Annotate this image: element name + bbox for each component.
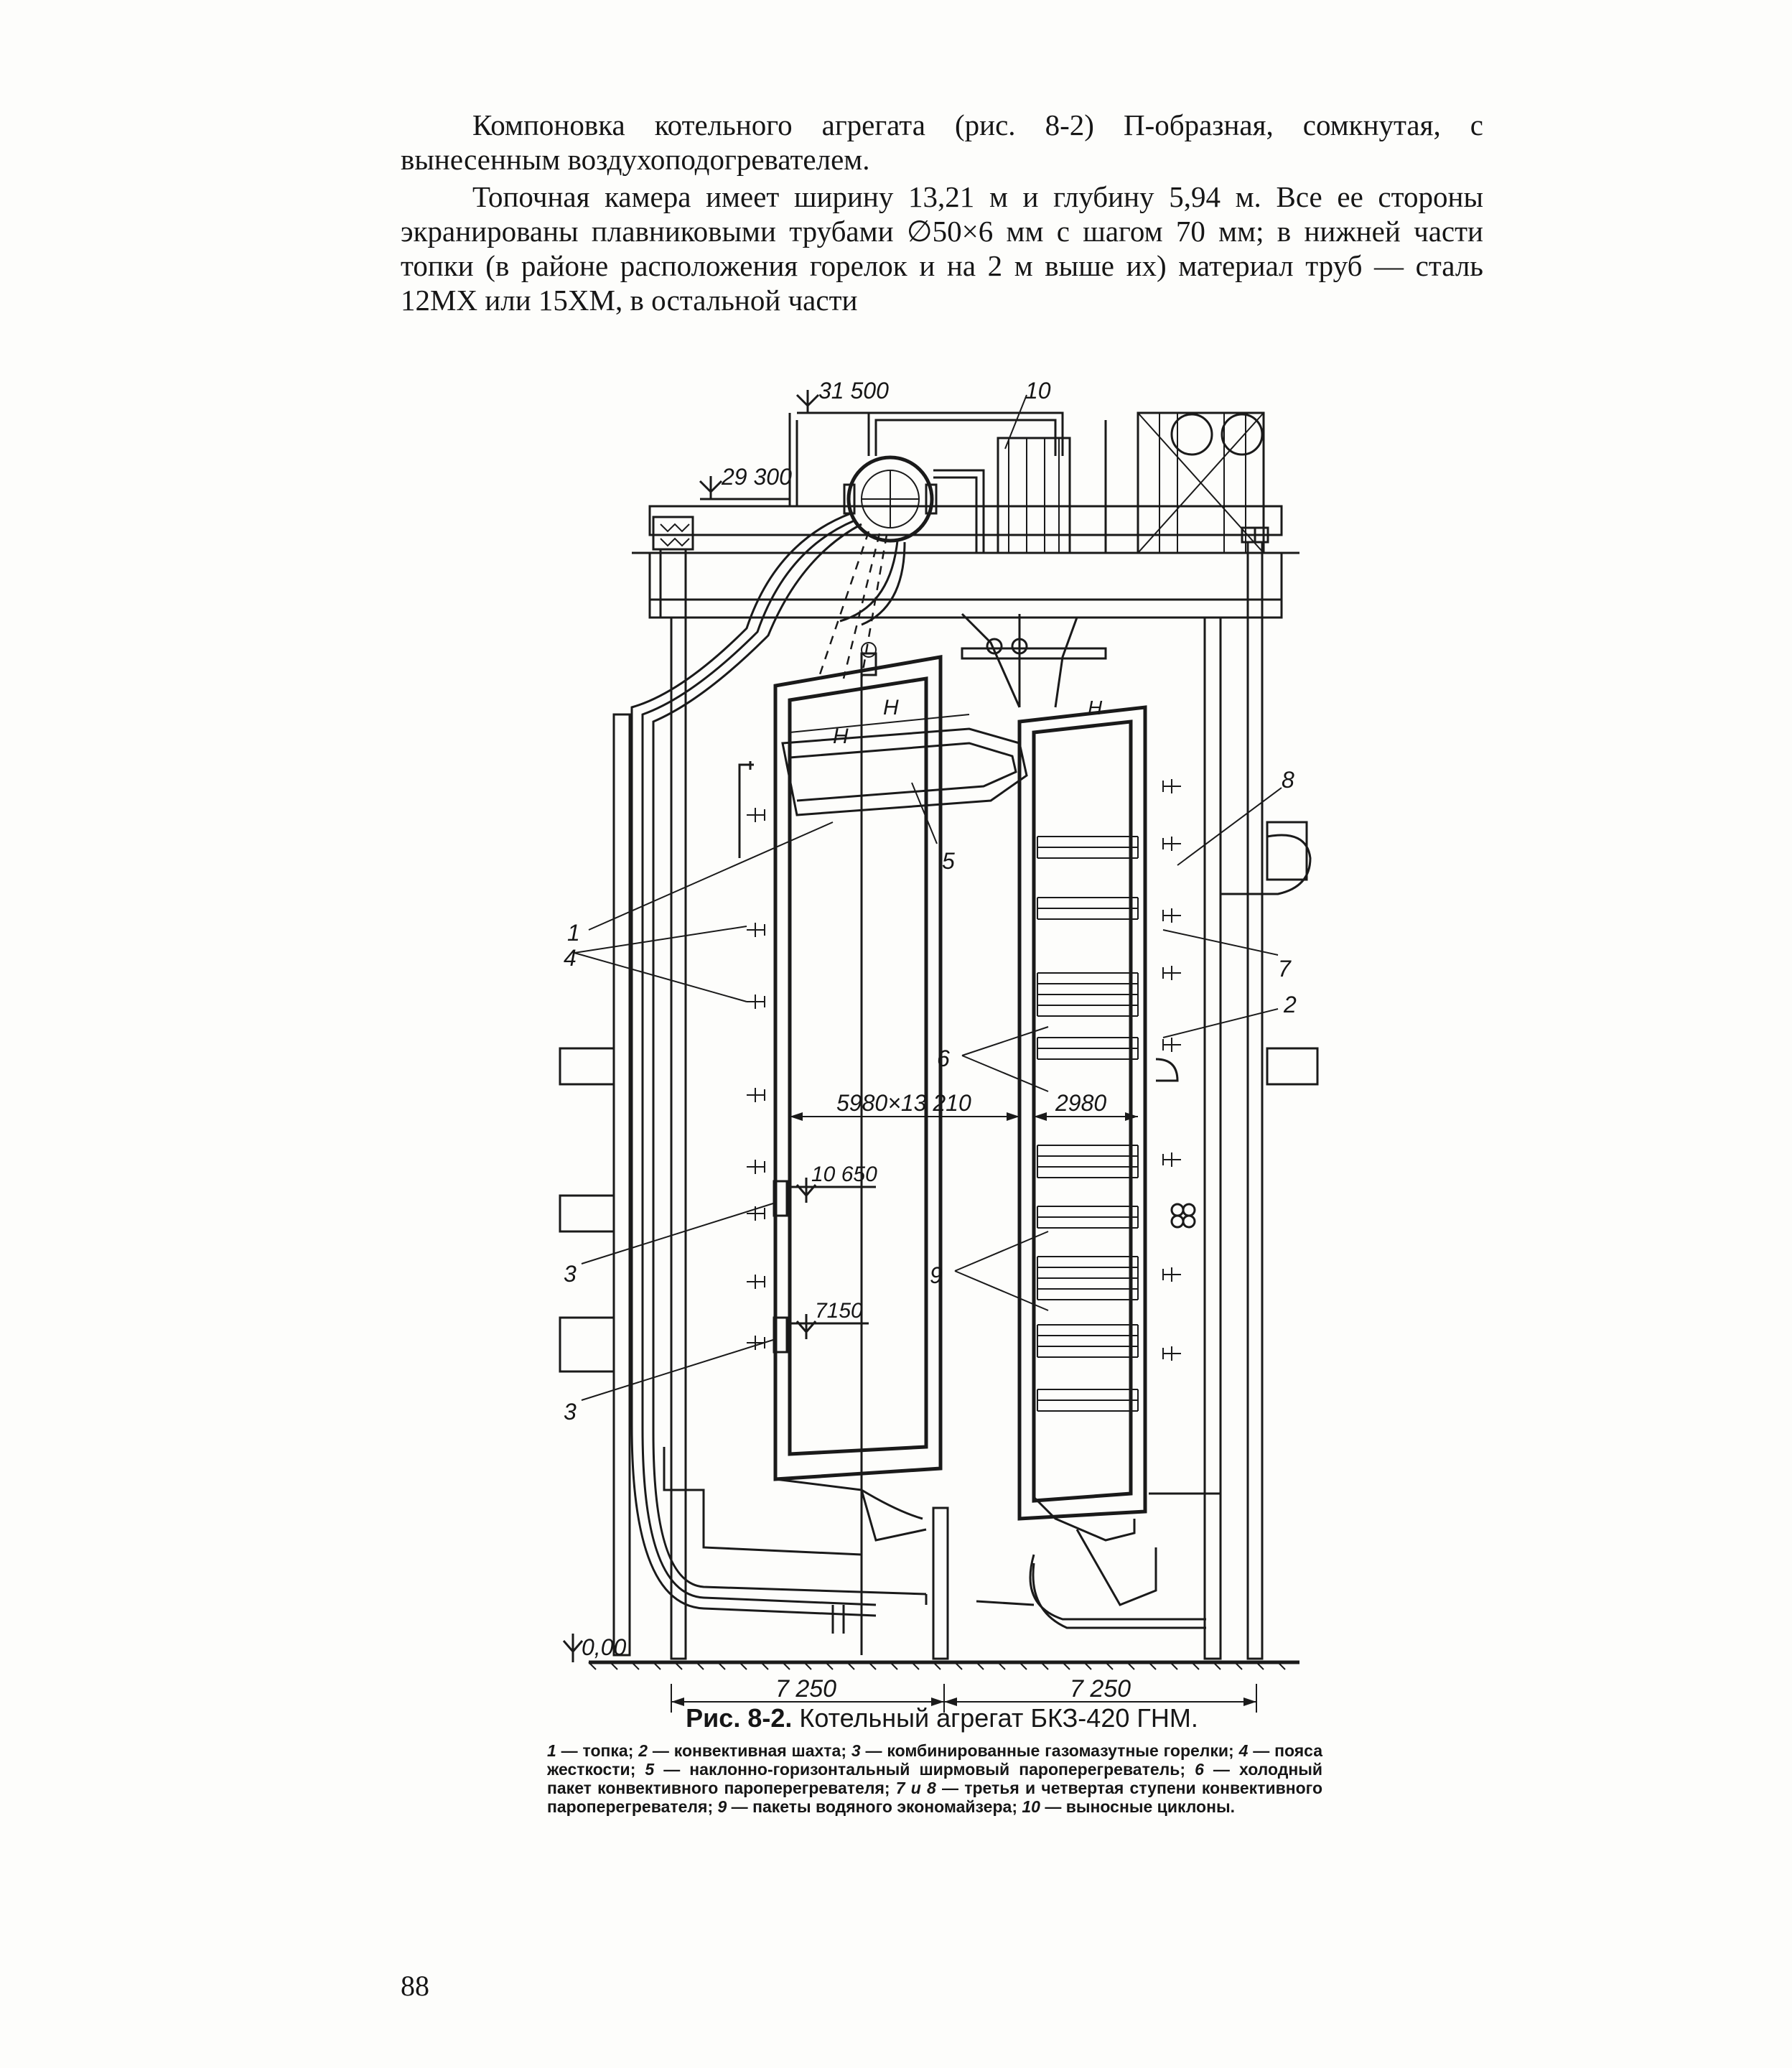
callout-3-upper: 3 <box>564 1261 577 1287</box>
svg-text:H: H <box>833 725 849 748</box>
dimension-furnace: 5980×13 210 <box>790 1090 1019 1121</box>
figure-legend: 1 — топка; 2 — конвективная шахта; 3 — к… <box>547 1741 1322 1816</box>
legend-num-2: 2 <box>638 1741 648 1760</box>
ground-line <box>588 1660 1299 1670</box>
paragraph-1: Компоновка котельного агрегата (рис. 8-2… <box>401 108 1483 176</box>
legend-text-4: — пояса жесткости; <box>547 1741 1323 1779</box>
elevation-marker-upper: 29 300 <box>699 464 792 500</box>
legend-num-10: 10 <box>1022 1797 1040 1816</box>
paragraph-2: Топочная камера имеет ширину 13,21 м и г… <box>401 180 1483 317</box>
boiler-drawing: 31 500 29 300 <box>559 378 1319 1713</box>
callout-2: 2 <box>1283 992 1297 1017</box>
callout-9: 9 <box>930 1262 943 1288</box>
body-text: Компоновка котельного агрегата (рис. 8-2… <box>401 108 1483 317</box>
elevation-marker-low: 7150 <box>790 1299 869 1339</box>
convective-shaft: H <box>961 613 1221 1629</box>
legend-text-2: — конвективная шахта; <box>648 1741 851 1760</box>
legend-num-1: 1 <box>547 1741 556 1760</box>
callout-10: 10 <box>1025 378 1051 404</box>
elevation-mid-label: 10 650 <box>811 1163 877 1186</box>
callout-6: 6 <box>937 1045 950 1071</box>
legend-num-9: 9 <box>717 1797 727 1816</box>
furnace-dimension-label: 5980×13 210 <box>836 1090 971 1116</box>
callout-5: 5 <box>942 848 955 874</box>
callout-1: 1 <box>567 920 580 946</box>
legend-num-5: 5 <box>645 1760 655 1779</box>
page-number: 88 <box>401 1970 429 2002</box>
legend-text-9: — пакеты водяного экономайзера; <box>727 1797 1022 1816</box>
legend-text-3: — комбинированные газомазутные горелки; <box>860 1741 1239 1760</box>
span-right-label: 7 250 <box>1070 1675 1131 1703</box>
figure-title: Котельный агрегат БКЗ-420 ГНМ. <box>799 1703 1198 1733</box>
callout-3-lower: 3 <box>564 1399 577 1425</box>
elevation-marker-mid: 10 650 <box>790 1163 877 1203</box>
elevation-top-label: 31 500 <box>818 378 889 404</box>
shaft-dimension-label: 2980 <box>1055 1090 1106 1116</box>
elevation-marker-top: 31 500 <box>795 378 905 414</box>
legend-num-4: 4 <box>1238 1741 1249 1760</box>
elevation-ground-label: 0,00 <box>582 1634 626 1660</box>
figure-caption-title: Рис. 8-2. Котельный агрегат БКЗ-420 ГНМ. <box>401 1703 1483 1733</box>
dimension-shaft: 2980 <box>1034 1090 1138 1121</box>
elevation-marker-ground: 0,00 <box>562 1634 626 1662</box>
legend-text-6: — холодный пакет конвективного пароперег… <box>547 1760 1322 1797</box>
legend-num-3: 3 <box>851 1741 861 1760</box>
svg-text:H: H <box>1088 697 1103 719</box>
bottom-piping <box>630 1425 1035 1634</box>
svg-text:H: H <box>883 696 899 719</box>
elevation-low-label: 7150 <box>815 1299 863 1323</box>
legend-num-7-8: 7 и 8 <box>895 1779 936 1797</box>
figure-number: Рис. 8-2. <box>686 1703 793 1733</box>
elevation-upper-label: 29 300 <box>721 464 792 490</box>
callout-4: 4 <box>564 945 577 971</box>
legend-text-10: — выносные циклоны. <box>1040 1797 1236 1816</box>
legend-text-1: — топка; <box>556 1741 639 1760</box>
span-left-label: 7 250 <box>775 1675 836 1703</box>
screen-superheater: H H <box>738 642 1028 1655</box>
callout-8: 8 <box>1282 767 1294 793</box>
callouts: 1 4 3 3 5 6 9 8 7 <box>564 378 1297 1425</box>
legend-num-6: 6 <box>1195 1760 1204 1779</box>
legend-text-5: — наклонно-горизонтальный ширмовый пароп… <box>654 1760 1195 1779</box>
boiler-diagram: 31 500 29 300 <box>559 370 1328 1713</box>
roof-structure <box>630 411 1299 1433</box>
legend-text-7-8: — третья и четвертая ступени конвективно… <box>547 1779 1322 1816</box>
callout-7: 7 <box>1278 956 1292 982</box>
dimension-spans: 7 250 7 250 <box>671 1675 1257 1713</box>
columns <box>559 526 1319 1660</box>
furnace <box>747 655 943 1542</box>
